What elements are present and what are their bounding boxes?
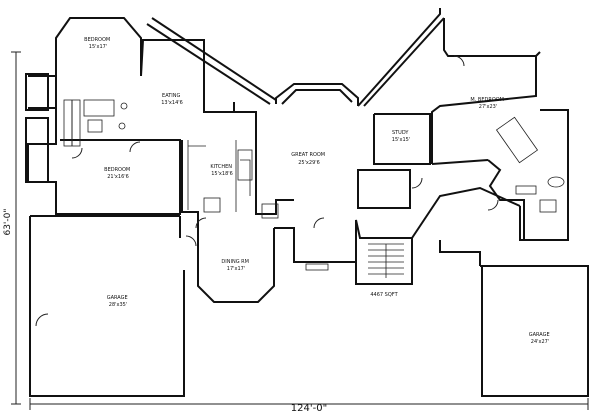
- room-study: STUDY 15'x15': [392, 130, 410, 143]
- room-dining: DINING RM 17'x17': [221, 259, 250, 272]
- room-master-bedroom: M. BEDROOM 27'x23': [470, 97, 505, 110]
- room-great-room: GREAT ROOM 25'x29'6: [291, 152, 326, 166]
- room-kitchen: KITCHEN 15'x18'6: [210, 164, 233, 177]
- exterior-walls: [25, 8, 589, 397]
- width-dimension: 124'-0": [291, 403, 327, 414]
- room-garage-w: GARAGE 28'x35': [107, 295, 130, 308]
- fixtures: [35, 55, 565, 327]
- area-label: 4467 SQFT: [370, 292, 398, 298]
- room-labels: BEDROOM 15'x17' EATING 13'x14'6 BEDROOM …: [84, 37, 552, 345]
- room-garage-e: GARAGE 24'x27': [529, 332, 552, 345]
- depth-dimension: 63'-0": [3, 208, 13, 235]
- dimension-lines: 63'-0" 124'-0": [3, 51, 589, 414]
- room-eating: EATING 13'x14'6: [161, 93, 183, 106]
- room-bedroom-nw: BEDROOM 15'x17': [84, 37, 112, 50]
- room-bedroom-w: BEDROOM 21'x16'6: [104, 167, 132, 180]
